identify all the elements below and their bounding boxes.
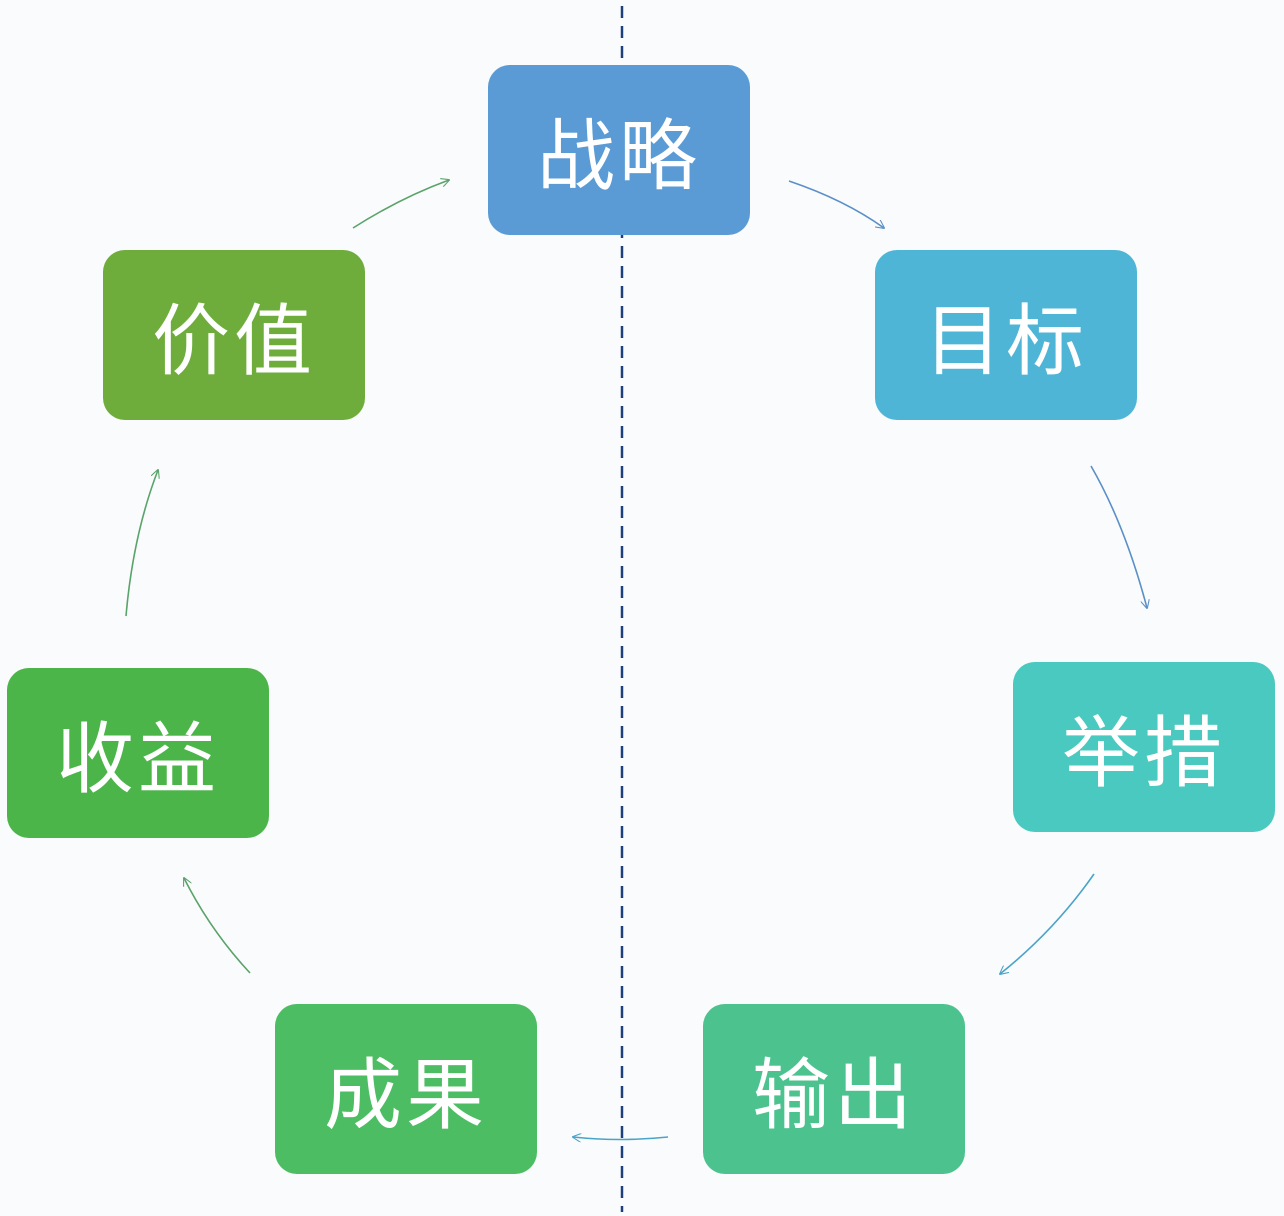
arrow-strategy-to-goal — [788, 180, 884, 228]
arrow-benefit-to-value — [125, 470, 158, 617]
node-output: 输出 — [703, 1004, 965, 1174]
arrow-result-to-benefit — [184, 878, 251, 974]
node-goal: 目标 — [875, 250, 1137, 420]
node-value: 价值 — [103, 250, 365, 420]
node-benefit: 收益 — [7, 668, 269, 838]
arrow-goal-to-action — [1090, 465, 1147, 608]
node-result: 成果 — [275, 1004, 537, 1174]
node-action: 举措 — [1013, 662, 1275, 832]
arrow-action-to-output — [1000, 873, 1095, 974]
arrow-value-to-strategy — [352, 180, 449, 229]
arrow-output-to-result — [573, 1137, 669, 1140]
node-strategy: 战略 — [488, 65, 750, 235]
